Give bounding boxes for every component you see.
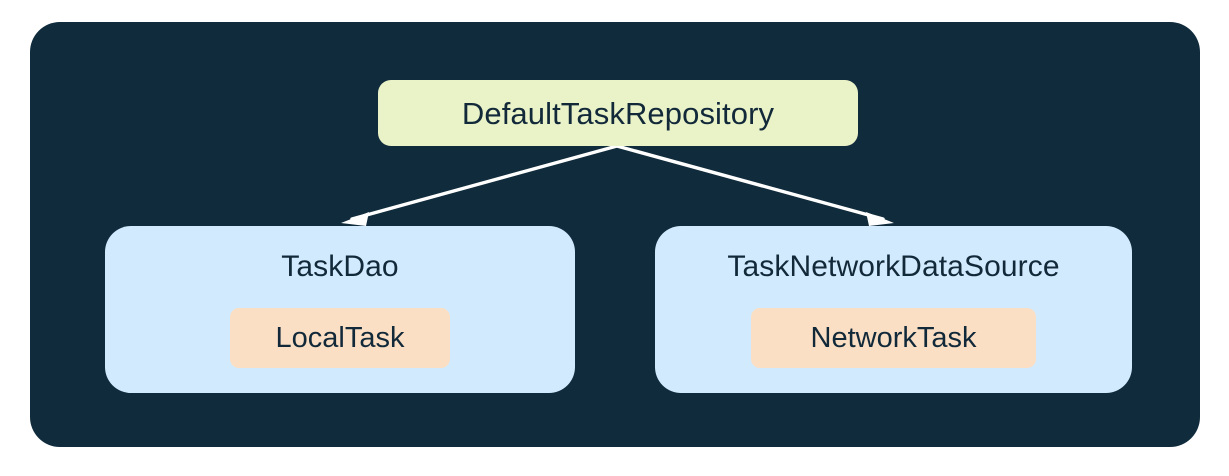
- node-task-dao-label: TaskDao: [281, 250, 399, 283]
- node-task-dao[interactable]: TaskDao LocalTask: [105, 226, 575, 393]
- chip-local-task[interactable]: LocalTask: [230, 308, 450, 368]
- node-task-network-data-source[interactable]: TaskNetworkDataSource NetworkTask: [655, 226, 1132, 393]
- chip-network-task-label: NetworkTask: [810, 321, 977, 354]
- node-task-network-data-source-label: TaskNetworkDataSource: [727, 250, 1060, 283]
- chip-network-task[interactable]: NetworkTask: [751, 308, 1036, 368]
- node-default-task-repository[interactable]: DefaultTaskRepository: [378, 80, 858, 146]
- chip-local-task-label: LocalTask: [275, 321, 405, 354]
- node-default-task-repository-label: DefaultTaskRepository: [461, 95, 775, 131]
